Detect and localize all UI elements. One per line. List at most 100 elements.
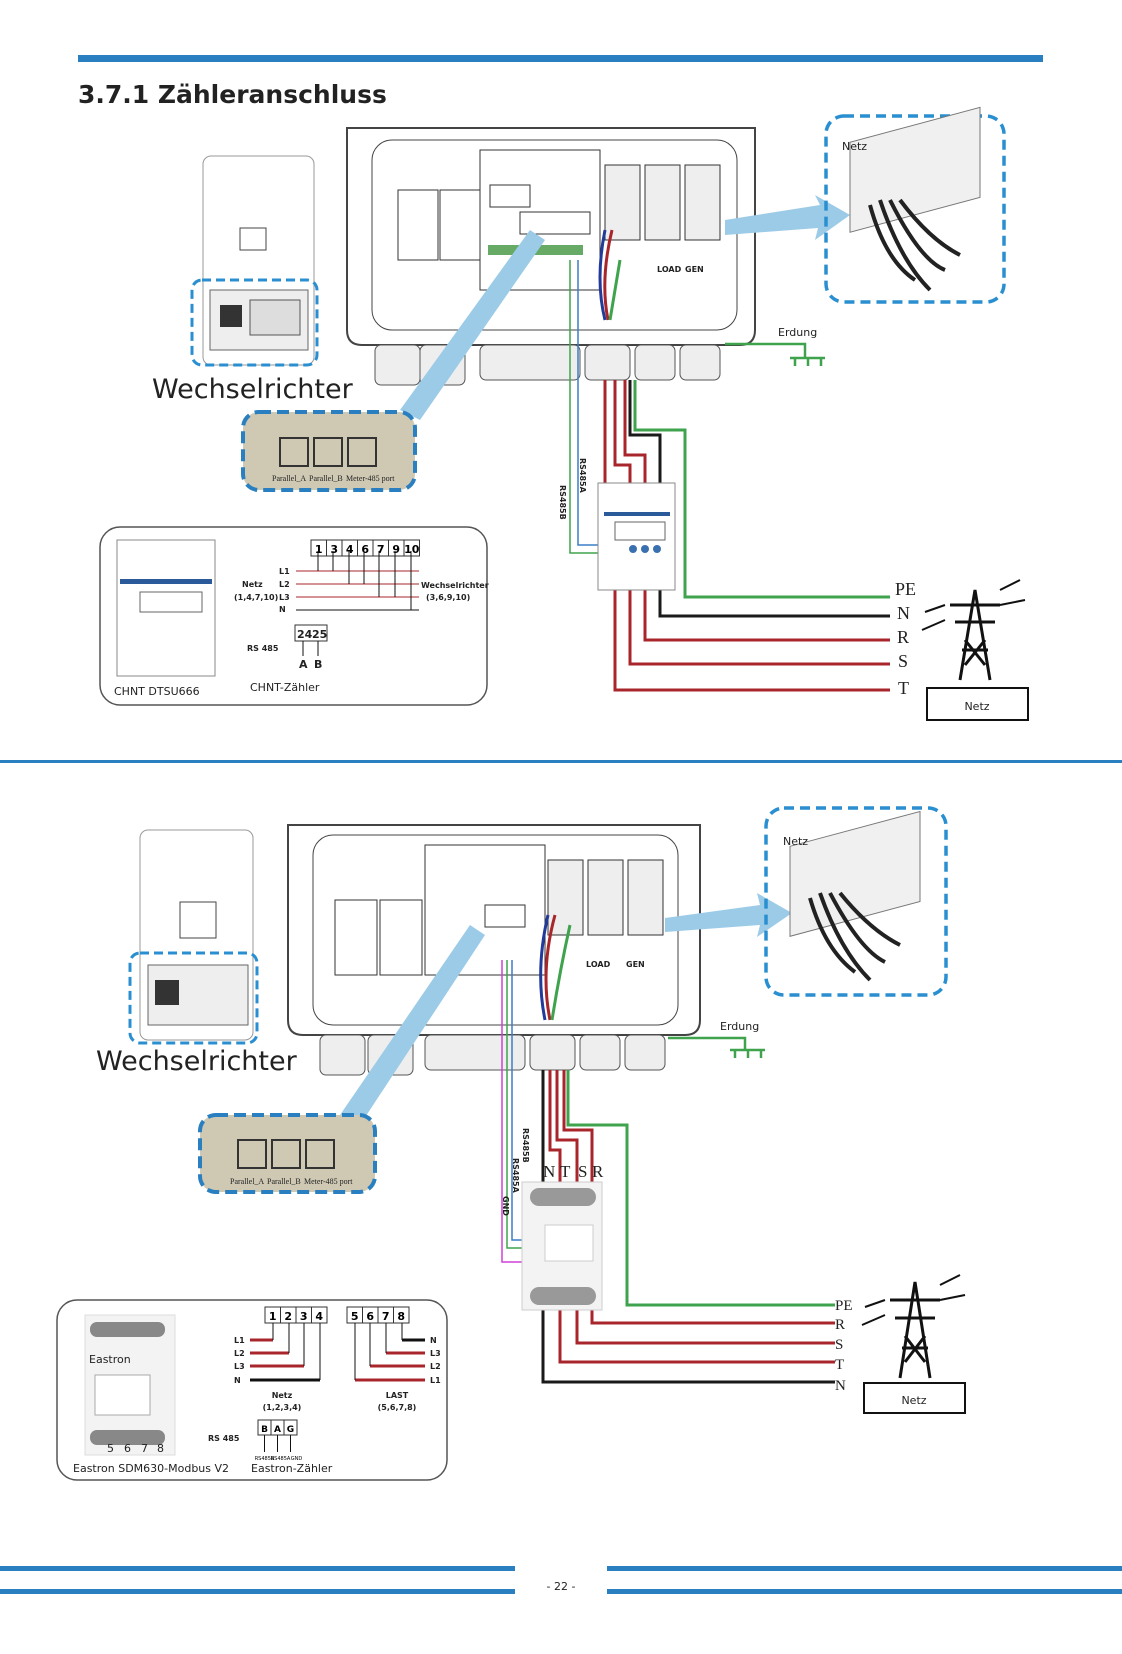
grid-box-label: Netz xyxy=(901,1394,926,1407)
inverter-label: Wechselrichter xyxy=(96,1046,298,1077)
load-line-n: N xyxy=(430,1336,437,1345)
eastron-brand: Eastron xyxy=(89,1353,131,1366)
grid-terminal: 4 xyxy=(315,1310,323,1323)
bottom-number-5: 5 xyxy=(107,1442,114,1455)
load-line-l3: L3 xyxy=(430,1349,441,1358)
netz-terminals: (1,2,3,4) xyxy=(263,1403,302,1412)
rs485-terminal-24: 24 xyxy=(297,628,313,641)
grid-box xyxy=(926,687,1029,721)
terminal-load-label: LOAD xyxy=(657,265,682,274)
line-l1: L1 xyxy=(279,567,290,576)
inverter-wiring-box: LOAD GEN xyxy=(346,127,756,386)
grid-line-l2: L2 xyxy=(234,1349,245,1358)
line-label-s: S xyxy=(898,651,908,671)
rs485-terminal: G xyxy=(287,1425,294,1435)
inverter-front-view xyxy=(190,155,319,367)
load-terminal: 7 xyxy=(382,1310,390,1323)
ground-label: Erdung xyxy=(720,1020,759,1033)
ground-icon xyxy=(725,342,825,366)
chnt-terminal: 9 xyxy=(392,543,400,556)
meter-label-r: R xyxy=(592,1162,604,1181)
inverter-terminals: (3,6,9,10) xyxy=(426,593,470,602)
footer: - 22 - xyxy=(0,1566,1122,1594)
section-divider xyxy=(0,760,1122,763)
power-tower-icon xyxy=(921,579,1026,681)
rs485-pin-label: GND xyxy=(291,1456,303,1462)
line-label-pe: PE xyxy=(835,1298,853,1314)
bottom-number-6: 6 xyxy=(124,1442,131,1455)
chnt-terminal-box xyxy=(403,539,420,557)
inverter-label: Wechselrichter xyxy=(152,374,354,405)
line-label-n: N xyxy=(897,603,910,623)
line-l2: L2 xyxy=(279,580,290,589)
rs485a-label: RS485A xyxy=(511,1158,520,1194)
netz-label: Netz xyxy=(272,1391,293,1400)
load-terminal: 8 xyxy=(397,1310,405,1323)
bottom-number-8: 8 xyxy=(157,1442,164,1455)
line-label-n: N xyxy=(835,1378,846,1394)
load-line-l2: L2 xyxy=(430,1362,441,1371)
ground-label: Erdung xyxy=(778,326,817,339)
chnt-caption: CHNT-Zähler xyxy=(250,681,320,694)
port-pointer-arrow xyxy=(400,230,545,420)
chnt-terminal: 10 xyxy=(404,543,420,556)
rs485a-label: RS485A xyxy=(578,458,587,494)
header-bar xyxy=(78,55,1043,62)
rs485-pin-b: B xyxy=(314,658,322,671)
port-parallel-b: Parallel_B xyxy=(267,1177,301,1186)
line-l3: L3 xyxy=(279,593,290,602)
eastron-meter xyxy=(521,1181,603,1311)
netz-label: Netz xyxy=(242,580,263,589)
load-line-l1: L1 xyxy=(430,1376,441,1385)
section-eastron: Wechselrichter LOAD GEN N xyxy=(56,806,966,1481)
rs485-label: RS 485 xyxy=(247,644,279,653)
ground-icon xyxy=(668,1036,765,1058)
highlight-dashed-box xyxy=(190,278,319,367)
grid-breaker-box: Netz xyxy=(764,806,948,997)
port-parallel-b: Parallel_B xyxy=(309,474,343,483)
grid-breaker-label: Netz xyxy=(842,140,867,153)
last-terminals: (5,6,7,8) xyxy=(378,1403,417,1412)
last-label: LAST xyxy=(386,1391,409,1400)
grid-line-n: N xyxy=(234,1376,241,1385)
inverter-front-view xyxy=(128,829,259,1045)
grid-terminal: 1 xyxy=(269,1310,277,1323)
line-label-r: R xyxy=(897,627,909,647)
grid-terminal: 2 xyxy=(284,1310,292,1323)
eastron-meter-name: Eastron SDM630-Modbus V2 xyxy=(73,1462,229,1475)
bottom-number-7: 7 xyxy=(141,1442,148,1455)
terminal-load-label: LOAD xyxy=(586,960,611,969)
line-label-pe: PE xyxy=(895,579,916,599)
grid-breaker-label: Netz xyxy=(783,835,808,848)
port-callout: Parallel_A Parallel_B Meter-485 port xyxy=(198,1113,377,1194)
highlight-dashed-box xyxy=(128,951,259,1045)
port-meter-485: Meter-485 port xyxy=(346,474,395,483)
grid-terminal-box xyxy=(311,1306,328,1324)
grid-line-l3: L3 xyxy=(234,1362,245,1371)
rs485-terminal: A xyxy=(274,1425,281,1435)
rs485-pin-a: A xyxy=(299,658,308,671)
meter-label-t: T xyxy=(560,1162,571,1181)
port-parallel-a: Parallel_A xyxy=(230,1177,264,1186)
rs485-pin-label: RS485B xyxy=(255,1456,275,1462)
port-parallel-a: Parallel_A xyxy=(272,474,306,483)
terminal-gen-label: GEN xyxy=(626,960,645,969)
eastron-caption: Eastron-Zähler xyxy=(251,1462,333,1475)
grid-breaker-box: Netz xyxy=(824,106,1006,304)
grid-box-label: Netz xyxy=(964,700,989,713)
rs485b-label: RS485B xyxy=(521,1128,530,1163)
section-chnt: Wechselrichter LOAD GEN xyxy=(99,106,1029,721)
port-meter-485: Meter-485 port xyxy=(304,1177,353,1186)
grid-line-l1: L1 xyxy=(234,1336,245,1345)
chnt-terminal: 6 xyxy=(361,543,369,556)
port-callout: Parallel_A Parallel_B Meter-485 port xyxy=(241,410,417,492)
meter-label-s: S xyxy=(578,1162,587,1181)
line-label-t: T xyxy=(835,1357,844,1373)
chnt-terminal: 1 xyxy=(315,543,323,556)
port-pointer-arrow xyxy=(340,925,485,1125)
meter-label-n: N xyxy=(543,1162,555,1181)
load-terminal-box xyxy=(393,1306,410,1324)
page-title: 3.7.1 Zähleranschluss xyxy=(78,80,387,109)
chnt-meter xyxy=(597,482,676,591)
